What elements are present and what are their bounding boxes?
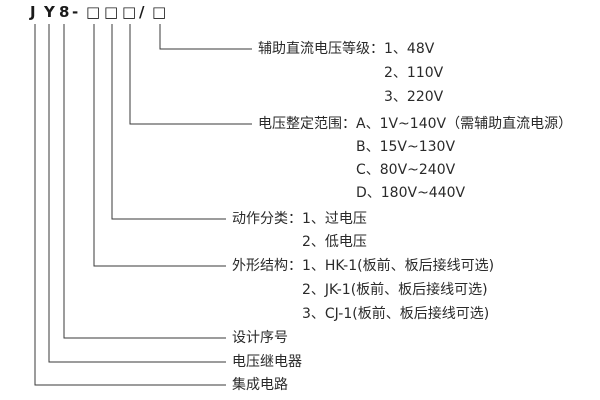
label-voltage-setting-range-item: B、15V~130V [356, 139, 456, 155]
connector-design-serial [63, 24, 226, 339]
label-shape-structure-item: 2、JK-1(板前、板后接线可选) [302, 282, 488, 298]
code-dash: - [72, 3, 79, 21]
label-voltage-setting-range: 电压整定范围：A、1V~140V（需辅助直流电源） [258, 116, 573, 132]
label-shape-structure-item: 3、CJ-1(板前、板后接线可选) [302, 306, 490, 322]
label-aux-dc-voltage-item: 3、220V [384, 89, 444, 105]
connector-shape-structure [93, 24, 226, 267]
code-letter-y: Y [44, 3, 55, 21]
label-voltage-setting-range-item: D、180V~440V [356, 185, 466, 201]
label-action-class-item: 2、低电压 [302, 234, 367, 250]
code-slash: / [139, 3, 145, 21]
label-voltage-relay: 电压继电器 [232, 354, 302, 370]
code-box-2: □ [104, 3, 119, 21]
label-aux-dc-voltage-item: 2、110V [384, 65, 444, 81]
label-integrated-circuit: 集成电路 [232, 377, 288, 393]
connector-integrated-circuit [34, 24, 226, 386]
code-digit-8: 8 [59, 3, 70, 21]
label-voltage-setting-range-item: C、80V~240V [356, 162, 456, 178]
label-shape-structure: 外形结构：1、HK-1(板前、板后接线可选) [232, 258, 495, 274]
connector-aux-dc-voltage [159, 24, 252, 50]
label-action-class: 动作分类：1、过电压 [232, 211, 367, 227]
connector-voltage-setting-range [129, 24, 252, 125]
label-design-serial: 设计序号 [232, 330, 288, 346]
code-box-3: □ [122, 3, 137, 21]
connector-voltage-relay [48, 24, 226, 363]
code-box-1: □ [86, 3, 101, 21]
connector-action-class [111, 24, 226, 220]
code-letter-j: J [30, 3, 36, 21]
label-aux-dc-voltage: 辅助直流电压等级：1、48V [258, 41, 435, 57]
code-box-4: □ [152, 3, 167, 21]
